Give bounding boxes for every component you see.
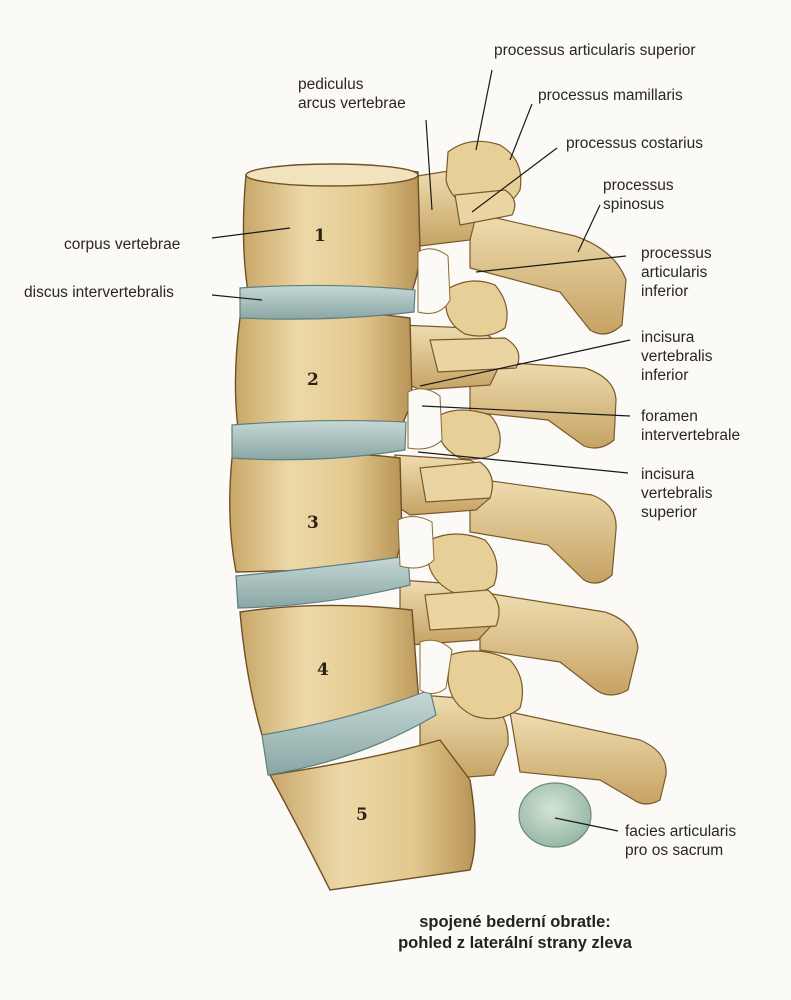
spinous-processes xyxy=(469,211,667,805)
disc-l3-l4 xyxy=(235,555,411,609)
label-processus-spinosus: processus spinosus xyxy=(603,176,674,214)
vertebral-bodies xyxy=(229,163,476,891)
costal-process-l1 xyxy=(454,189,516,226)
leader-lines xyxy=(211,69,631,832)
label-line: processus xyxy=(603,177,674,194)
vertebra-number-4: 4 xyxy=(317,660,329,680)
leader-foramen-intervertebrale xyxy=(421,405,631,417)
label-incisura-vertebralis-superior: incisura vertebralis superior xyxy=(641,465,713,522)
leader-processus-articularis-inferior xyxy=(475,255,627,273)
sacral-articular-facet xyxy=(518,782,592,848)
caption-line-2: pohled z laterální strany zleva xyxy=(398,934,632,952)
label-line: arcus vertebrae xyxy=(298,95,406,112)
leader-corpus-vertebrae xyxy=(211,227,291,239)
label-line: inferior xyxy=(641,283,689,300)
articular-process-l4 xyxy=(447,650,523,720)
label-line: spinosus xyxy=(603,196,665,213)
label-line: vertebralis xyxy=(641,348,713,365)
label-processus-articularis-inferior: processus articularis inferior xyxy=(641,244,712,301)
foramina xyxy=(397,248,453,694)
disc-l2-l3 xyxy=(231,419,407,461)
costal-processes xyxy=(419,189,520,631)
spinous-process-l1 xyxy=(469,211,627,335)
foramen-l3-l4 xyxy=(397,516,435,569)
label-line: pediculus xyxy=(298,76,364,93)
foramen-l1-l2 xyxy=(417,248,451,314)
leader-processus-mamillaris xyxy=(509,103,533,161)
label-line: processus xyxy=(641,245,712,262)
spinous-process-l3 xyxy=(469,477,617,584)
vertebral-body-l5 xyxy=(268,739,476,891)
label-line: incisura xyxy=(641,329,695,346)
vertebra-number-2: 2 xyxy=(307,370,319,390)
costal-process-l2 xyxy=(429,337,520,373)
spinous-process-l4 xyxy=(479,591,639,696)
superior-endplate-l1 xyxy=(245,163,419,187)
leader-pediculus-arcus-vertebrae xyxy=(425,119,433,211)
vertebra-number-3: 3 xyxy=(307,513,319,533)
label-discus-intervertebralis: discus intervertebralis xyxy=(24,284,174,301)
leader-incisura-vertebralis-superior xyxy=(417,451,629,474)
vertebra-number-5: 5 xyxy=(356,805,368,825)
label-line: intervertebrale xyxy=(641,427,741,444)
label-corpus-vertebrae: corpus vertebrae xyxy=(64,236,181,253)
label-processus-articularis-superior: processus articularis superior xyxy=(494,42,696,59)
label-processus-costarius: processus costarius xyxy=(566,135,703,152)
foramen-l4-l5 xyxy=(419,639,453,694)
leader-processus-costarius xyxy=(471,147,558,213)
foramen-l2-l3 xyxy=(407,388,443,450)
label-foramen-intervertebrale: foramen intervertebrale xyxy=(641,407,740,445)
figure-caption: spojené bederní obratle: pohled z laterá… xyxy=(320,912,710,954)
label-line: vertebralis xyxy=(641,485,713,502)
label-pediculus-arcus-vertebrae: pediculus arcus vertebrae xyxy=(298,75,406,113)
articular-process-l2 xyxy=(437,409,501,460)
intervertebral-discs xyxy=(231,284,437,776)
leader-incisura-vertebralis-inferior xyxy=(419,339,631,387)
spinous-process-l5 xyxy=(509,711,667,805)
costal-process-l4 xyxy=(424,589,500,631)
costal-process-l3 xyxy=(419,461,493,503)
label-line: articularis xyxy=(641,264,708,281)
label-line: inferior xyxy=(641,367,689,384)
label-incisura-vertebralis-inferior: incisura vertebralis inferior xyxy=(641,328,713,385)
label-processus-mamillaris: processus mamillaris xyxy=(538,87,683,104)
label-line: foramen xyxy=(641,408,698,425)
vertebra-number-1: 1 xyxy=(314,226,326,246)
label-facies-articularis: facies articularis pro os sacrum xyxy=(625,822,736,860)
leader-processus-articularis-superior xyxy=(475,69,493,151)
label-line: pro os sacrum xyxy=(625,842,724,859)
leader-discus-intervertebralis xyxy=(211,294,263,301)
vertebral-body-l2 xyxy=(234,311,413,429)
label-line: facies articularis xyxy=(625,823,737,840)
leader-processus-spinosus xyxy=(577,204,601,253)
articular-process-l3 xyxy=(427,533,498,595)
caption-line-1: spojené bederní obratle: xyxy=(419,913,611,931)
label-line: superior xyxy=(641,504,697,521)
label-line: incisura xyxy=(641,466,695,483)
disc-l1-l2 xyxy=(239,284,416,320)
disc-l4-l5 xyxy=(261,689,437,776)
spinous-process-l2 xyxy=(469,359,617,449)
leader-facies-articularis xyxy=(554,817,619,832)
inferior-articular-process-l1 xyxy=(445,280,508,337)
